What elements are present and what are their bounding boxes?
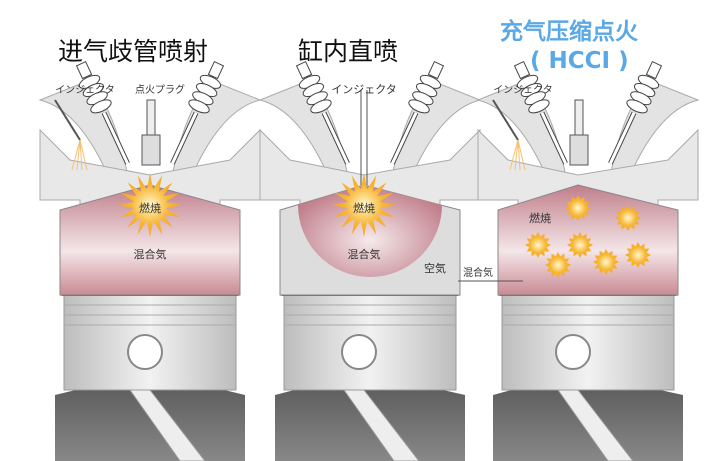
fuel-spray xyxy=(509,139,519,171)
title-port-injection: 进气歧管喷射 xyxy=(58,37,209,66)
valve-tip xyxy=(645,60,663,80)
valve-stem-inner xyxy=(391,112,418,165)
fuel-spray xyxy=(79,139,88,171)
piston-pin xyxy=(127,334,163,370)
valve-tip xyxy=(295,60,313,80)
spark-plug-label: 点火プラグ xyxy=(135,83,185,96)
valve-tip xyxy=(75,60,93,80)
combustion-label: 燃焼 xyxy=(139,201,161,215)
valve-spring-coil xyxy=(310,99,332,114)
valve-spring-coil xyxy=(188,99,210,114)
piston-pin xyxy=(555,334,591,370)
valve-stem-inner xyxy=(609,112,636,165)
valve-stem-inner xyxy=(540,112,567,165)
title-direct-injection: 缸内直喷 xyxy=(298,37,399,66)
injector-label: インジェクタ xyxy=(55,84,115,96)
mixture-label: 混合気 xyxy=(463,266,493,279)
autoignition-point xyxy=(625,242,651,268)
valve-spring-coil xyxy=(408,99,430,114)
intake-valve-spring xyxy=(75,60,130,165)
valve-spring-coil xyxy=(626,99,648,114)
title-hcci-abbrev: ( HCCI ) xyxy=(530,48,629,74)
autoignition-point xyxy=(615,205,641,231)
valve-tip xyxy=(207,60,225,80)
fuel-spray xyxy=(514,139,519,171)
flame-burst xyxy=(332,173,396,237)
spark-plug-top xyxy=(574,99,584,136)
fuel-spray xyxy=(79,139,83,171)
fuel-spray xyxy=(517,139,521,171)
piston-pin xyxy=(341,334,377,370)
spark-plug-top xyxy=(146,99,156,136)
engine-panel-2 xyxy=(258,79,482,461)
exhaust-valve-spring xyxy=(608,60,663,165)
intake-valve-spring xyxy=(295,60,350,165)
spark-plug-body xyxy=(569,134,589,166)
spark-plug-body xyxy=(141,134,161,166)
injector-label: インジェクタ xyxy=(493,84,553,96)
air-label: 空気 xyxy=(424,261,446,275)
fuel-spray xyxy=(71,139,81,171)
autoignition-point xyxy=(565,195,591,221)
valve-tip xyxy=(513,60,531,80)
engine-panel-3 xyxy=(458,79,700,461)
valve-tip xyxy=(427,60,445,80)
exhaust-valve-spring xyxy=(390,60,445,165)
valve-stem-inner xyxy=(322,112,349,165)
mixture-cloud xyxy=(298,185,442,277)
fuel-spray xyxy=(76,139,81,171)
valve-stem-inner xyxy=(171,112,198,165)
port-injector xyxy=(492,99,519,141)
intake-valve-spring xyxy=(513,60,568,165)
autoignition-point xyxy=(593,249,619,275)
title-hcci: 充气压缩点火 xyxy=(500,19,638,45)
port-injector xyxy=(54,99,81,141)
injector-label: インジェクタ xyxy=(331,83,397,96)
combustion-label: 燃焼 xyxy=(529,211,551,225)
exhaust-valve-spring xyxy=(170,60,225,165)
autoignition-point xyxy=(525,232,551,258)
engine-panel-1 xyxy=(38,79,262,461)
valve-spring-coil xyxy=(90,99,112,114)
combustion-chamber xyxy=(59,184,241,296)
flame-burst xyxy=(118,173,182,237)
cylinder-head xyxy=(477,128,699,211)
autoignition-point xyxy=(567,232,593,258)
mixture-label: 混合気 xyxy=(134,247,167,261)
fuel-spray xyxy=(517,139,526,171)
valve-spring-coil xyxy=(528,99,550,114)
combustion-label: 燃焼 xyxy=(353,201,375,215)
valve-stem-inner xyxy=(102,112,129,165)
autoignition-point xyxy=(545,252,571,278)
mixture-label: 混合気 xyxy=(348,247,381,261)
